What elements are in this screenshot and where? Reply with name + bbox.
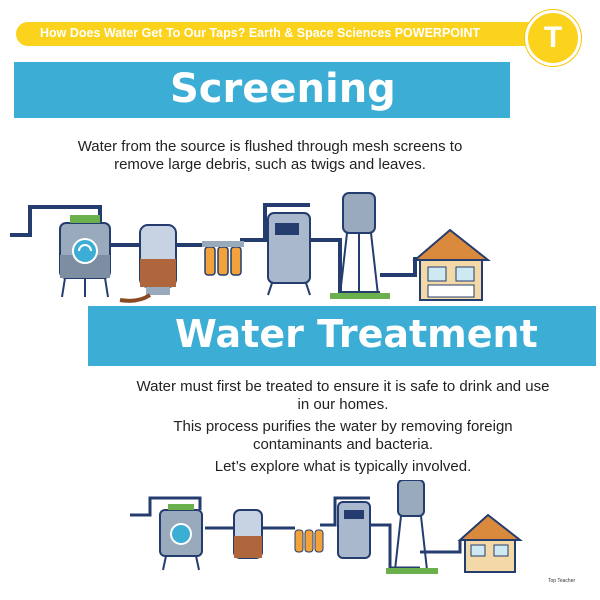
pump-unit-small-icon (337, 501, 371, 559)
screening-banner (14, 62, 510, 118)
treatment-tank-icon (59, 215, 111, 298)
header-title: How Does Water Get To Our Taps? Earth & … (40, 26, 481, 40)
filter-drum-small-icon (233, 509, 263, 559)
water-treatment-body: Water must first be treated to ensure it… (100, 378, 586, 476)
brand-logo[interactable]: T (525, 10, 581, 66)
treatment-line-5: Let’s explore what is typically involved… (214, 458, 472, 475)
treatment-line-1: Water must first be treated to ensure it… (136, 378, 550, 395)
screening-illustration (10, 192, 491, 303)
screening-body: Water from the source is flushed through… (30, 138, 510, 174)
treatment-illustration (130, 480, 523, 574)
cartridge-filter-small-icon (294, 529, 324, 553)
screening-line-2: remove large debris, such as twigs and l… (114, 156, 426, 173)
house-icon (412, 228, 491, 301)
water-treatment-title: Water Treatment (175, 312, 538, 356)
water-treatment-banner (88, 306, 596, 366)
cartridge-filter-icon (202, 241, 244, 276)
logo-letter: T (543, 21, 563, 54)
pump-unit-icon (267, 212, 311, 296)
footer-credit: Top Teacher (548, 578, 576, 584)
screening-title: Screening (170, 66, 396, 112)
filter-drum-icon (119, 224, 177, 303)
treatment-line-3: This process purifies the water by remov… (173, 418, 513, 435)
treatment-tank-small-icon (159, 504, 203, 571)
house-small-icon (457, 513, 523, 573)
header-bar (16, 22, 544, 46)
water-tower-small-icon (386, 480, 438, 574)
treatment-line-2: in our homes. (297, 396, 389, 413)
water-tower-icon (330, 192, 390, 299)
screening-line-1: Water from the source is flushed through… (77, 138, 463, 155)
treatment-line-4: contaminants and bacteria. (252, 436, 434, 453)
